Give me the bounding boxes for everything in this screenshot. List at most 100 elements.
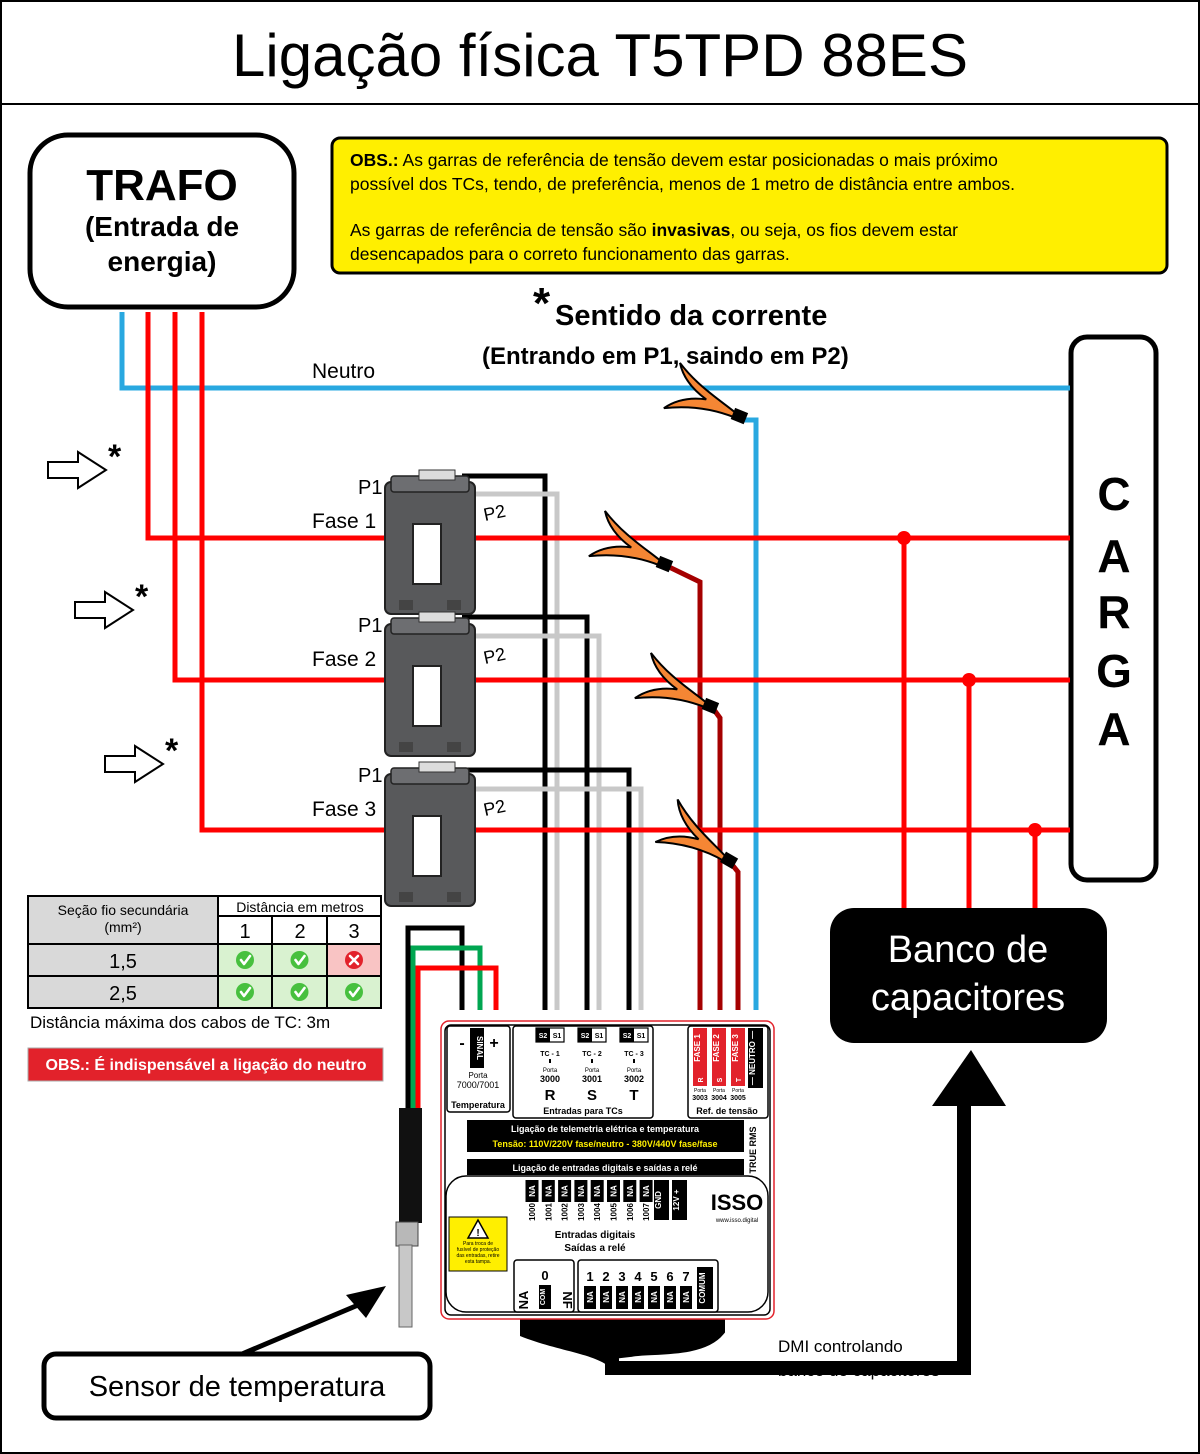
digital-input-6-port: 1005: [610, 1203, 619, 1221]
table-distance-1: 1: [239, 921, 250, 943]
capacitor-bank-box: Banco de capacitores: [830, 908, 1107, 1043]
svg-text:As garras de referência de ten: As garras de referência de tensão são in…: [350, 220, 958, 240]
voltage-input-2-letter: S: [717, 1077, 724, 1082]
fuse-warning-2: fusível de proteção: [457, 1247, 499, 1253]
gnd-label: GND: [654, 1191, 663, 1209]
digital-input-8-port: 1007: [642, 1203, 651, 1221]
svg-text:!: !: [476, 1228, 479, 1239]
sensor-label: Sensor de temperatura: [89, 1371, 386, 1403]
digital-input-3-na: NA: [561, 1185, 570, 1197]
table-status-cells: [217, 943, 382, 1009]
relay-7-na: NA: [682, 1291, 691, 1303]
table-distance-3: 3: [348, 921, 359, 943]
check-icon: [289, 981, 310, 1003]
temperature-sensor-probe: [395, 1108, 422, 1328]
voltage-input-2-label: FASE 2: [712, 1034, 721, 1062]
voltage-input-1-port: 3003: [692, 1095, 708, 1102]
fuse-warning-4: esta tampa.: [465, 1259, 491, 1265]
tc-3-s2: S2: [623, 1033, 632, 1040]
neutral-label: Neutro: [312, 360, 375, 383]
relay-outputs-label: Saídas a relé: [564, 1243, 626, 1254]
relay-6-number: 6: [666, 1269, 673, 1284]
phase-1-p1: P1: [358, 477, 382, 499]
table-header-col1-a: Seção fio secundária: [58, 902, 189, 918]
tc-1-s1: S1: [553, 1033, 562, 1040]
note-line-3a: As garras de referência de tensão são: [350, 220, 652, 240]
relay-5-number: 5: [650, 1269, 657, 1284]
neutral-input-label: — NEUTRO —: [748, 1031, 757, 1085]
tc-2-port: 3001: [582, 1074, 602, 1084]
relay-5-na: NA: [650, 1291, 659, 1303]
relay-0-number: 0: [541, 1268, 548, 1283]
voltage-input-3-label: FASE 3: [731, 1034, 740, 1062]
check-icon: [289, 949, 310, 971]
sensor-label-box: Sensor de temperatura: [41, 1351, 433, 1421]
digital-input-7-na: NA: [626, 1185, 635, 1197]
distance-table: Seção fio secundária (mm²) Distância em …: [27, 895, 384, 1082]
table-distance-2: 2: [294, 921, 305, 943]
digital-input-1-na: NA: [528, 1185, 537, 1197]
phase-3-p1: P1: [358, 765, 382, 787]
tc-1-porta: Porta: [543, 1068, 558, 1074]
phase-1-p2: P2: [482, 501, 508, 525]
12v-label: 12V +: [672, 1189, 681, 1210]
tc-2-letter: S: [587, 1087, 597, 1104]
digital-relay-banner: Ligação de entradas digitais e saídas a …: [512, 1163, 697, 1173]
load-letter-c: C: [1097, 468, 1130, 520]
digital-input-1-port: 1000: [528, 1203, 537, 1221]
current-transformer-icon-1: [384, 469, 476, 615]
table-note: Distância máxima dos cabos de TC: 3m: [30, 1013, 330, 1032]
relay-4-na: NA: [634, 1291, 643, 1303]
relay-0-na: NA: [516, 1290, 531, 1309]
current-transformer-icon-3: [384, 761, 476, 907]
note-label: OBS.:: [350, 150, 399, 170]
digital-input-2-port: 1001: [544, 1203, 553, 1221]
relay-2-na: NA: [602, 1291, 611, 1303]
load-letter-a2: A: [1097, 703, 1130, 755]
current-title: Sentido da corrente: [555, 300, 827, 332]
true-rms-label: TRUE RMS: [748, 1127, 758, 1174]
temp-plus: +: [489, 1035, 498, 1052]
trafo-subtitle-1: (Entrada de: [85, 211, 239, 242]
arrow-star-3: *: [165, 732, 179, 770]
check-icon: [343, 981, 365, 1003]
arrow-star-1: *: [108, 438, 122, 476]
tc-3-s1: S1: [637, 1033, 646, 1040]
note-line-2: possível dos TCs, tendo, de preferência,…: [350, 174, 1015, 194]
tc-1-port: 3000: [540, 1074, 560, 1084]
voltage-section-label: Ref. de tensão: [696, 1106, 758, 1116]
tc-3-porta: Porta: [627, 1068, 642, 1074]
tc-2-s2: S2: [581, 1033, 590, 1040]
capacitor-label-2: capacitores: [871, 977, 1065, 1019]
note-line-3b: invasivas: [652, 220, 731, 240]
check-icon: [234, 949, 256, 971]
sensor-pointer-arrow: [241, 1286, 386, 1357]
digital-input-8-na: NA: [642, 1185, 651, 1197]
dmi-label-1: DMI controlando: [778, 1337, 903, 1356]
telemetry-voltage: Tensão: 110V/220V fase/neutro - 380V/440…: [493, 1139, 718, 1149]
digital-inputs-label: Entradas digitais: [555, 1230, 636, 1241]
temperature-connector: [446, 1025, 511, 1113]
note-line-1: As garras de referência de tensão devem …: [399, 150, 998, 170]
warning-triangle-icon: [466, 1218, 490, 1239]
voltage-input-3-porta: Porta: [732, 1088, 744, 1094]
svg-text:OBS.: As garras de referência: OBS.: As garras de referência de tensão …: [350, 150, 998, 170]
phase-3-p2: P2: [482, 796, 508, 820]
tc-1-letter: R: [545, 1087, 556, 1104]
relay-6-na: NA: [666, 1291, 675, 1303]
relay-1-number: 1: [586, 1269, 593, 1284]
load-letter-a: A: [1097, 530, 1130, 582]
voltage-input-1-porta: Porta: [694, 1088, 706, 1094]
voltage-input-2-porta: Porta: [713, 1088, 725, 1094]
fuse-warning-1: Para troca de: [463, 1241, 493, 1247]
phase-1-label: Fase 1: [312, 510, 376, 533]
relay-3-na: NA: [618, 1291, 627, 1303]
digital-input-2-na: NA: [544, 1185, 553, 1197]
current-subtitle: (Entrando em P1, saindo em P2): [482, 343, 849, 370]
relay-0-com: COM: [540, 1289, 547, 1306]
capacitor-label-1: Banco de: [888, 929, 1049, 971]
tc-input-block: [512, 1025, 654, 1119]
phase-2-p2: P2: [482, 644, 508, 668]
tc-section-label: Entradas para TCs: [543, 1106, 623, 1116]
temp-porta: Porta: [468, 1071, 488, 1080]
